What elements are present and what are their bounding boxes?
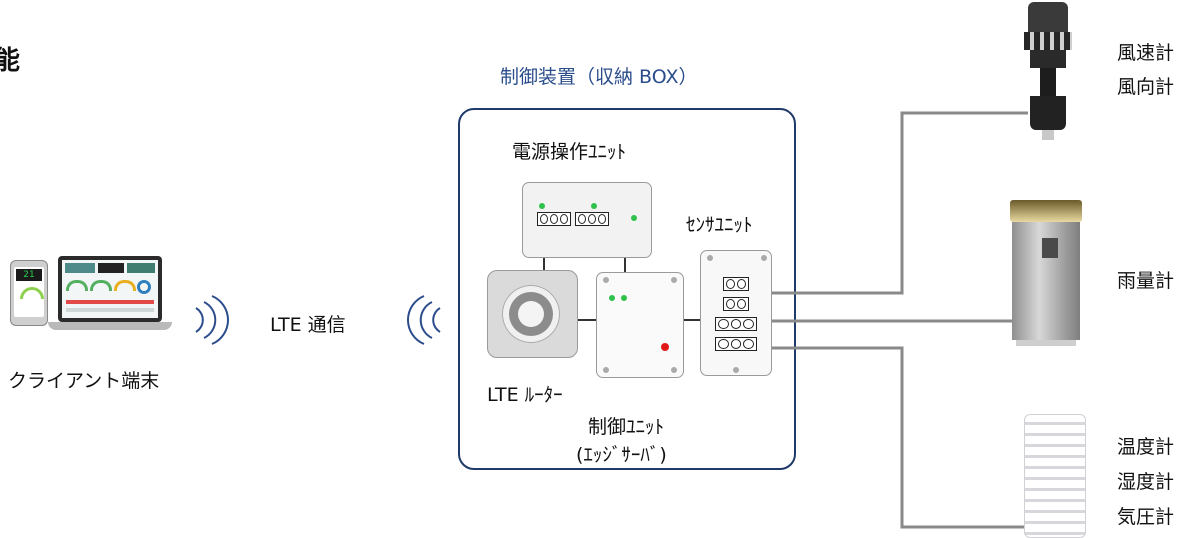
- diagram-title: 制御装置（収納 BOX）: [500, 66, 698, 88]
- terminal-block: [575, 212, 609, 226]
- terminal-block: [723, 277, 749, 291]
- wind-vane-label: 風向計: [1117, 76, 1175, 98]
- wireless-signal-icon: [407, 295, 441, 345]
- power-unit-label: 電源操作ﾕﾆｯﾄ: [512, 141, 627, 163]
- status-led: [621, 295, 627, 301]
- sensor-unit: [700, 250, 772, 376]
- thermometer-label: 温度計: [1117, 436, 1175, 458]
- status-led: [609, 295, 615, 301]
- wireless-signal-icon: [195, 295, 229, 345]
- laptop-icon: [58, 256, 162, 322]
- anemometer-label: 風速計: [1117, 42, 1175, 64]
- gauge-icon: [20, 287, 44, 299]
- hygrometer-label: 湿度計: [1117, 471, 1175, 493]
- control-unit-label: 制御ﾕﾆｯﾄ: [588, 416, 665, 438]
- cropped-title-fragment: 能: [0, 46, 21, 76]
- lte-router-label: LTE ﾙｰﾀｰ: [487, 384, 563, 406]
- smartphone-icon: 21: [10, 260, 48, 326]
- control-unit: [596, 272, 684, 378]
- weather-shield-icon: [1024, 414, 1086, 538]
- terminal-block: [715, 337, 757, 351]
- terminal-block: [723, 297, 749, 311]
- power-unit: [522, 182, 652, 258]
- terminal-block: [537, 212, 571, 226]
- power-led: [661, 343, 669, 351]
- client-label: クライアント端末: [8, 370, 160, 392]
- control-box: [458, 108, 796, 470]
- rain-gauge-label: 雨量計: [1117, 270, 1175, 292]
- status-led: [631, 215, 637, 221]
- edge-server-label: (ｴｯｼﾞｻｰﾊﾞ): [576, 444, 667, 466]
- status-led: [591, 203, 597, 209]
- anemometer-icon: [1020, 0, 1076, 140]
- sensor-unit-label: ｾﾝｻﾕﾆｯﾄ: [686, 214, 753, 236]
- lte-link-label: LTE 通信: [270, 314, 346, 336]
- phone-screen-value: 21: [16, 269, 42, 281]
- barometer-label: 気圧計: [1117, 506, 1175, 528]
- lte-router: [487, 270, 578, 358]
- terminal-block: [715, 317, 757, 331]
- laptop-base: [48, 322, 172, 330]
- status-led: [539, 203, 545, 209]
- antenna-dome: [502, 285, 560, 343]
- rain-gauge-icon: [1010, 200, 1082, 346]
